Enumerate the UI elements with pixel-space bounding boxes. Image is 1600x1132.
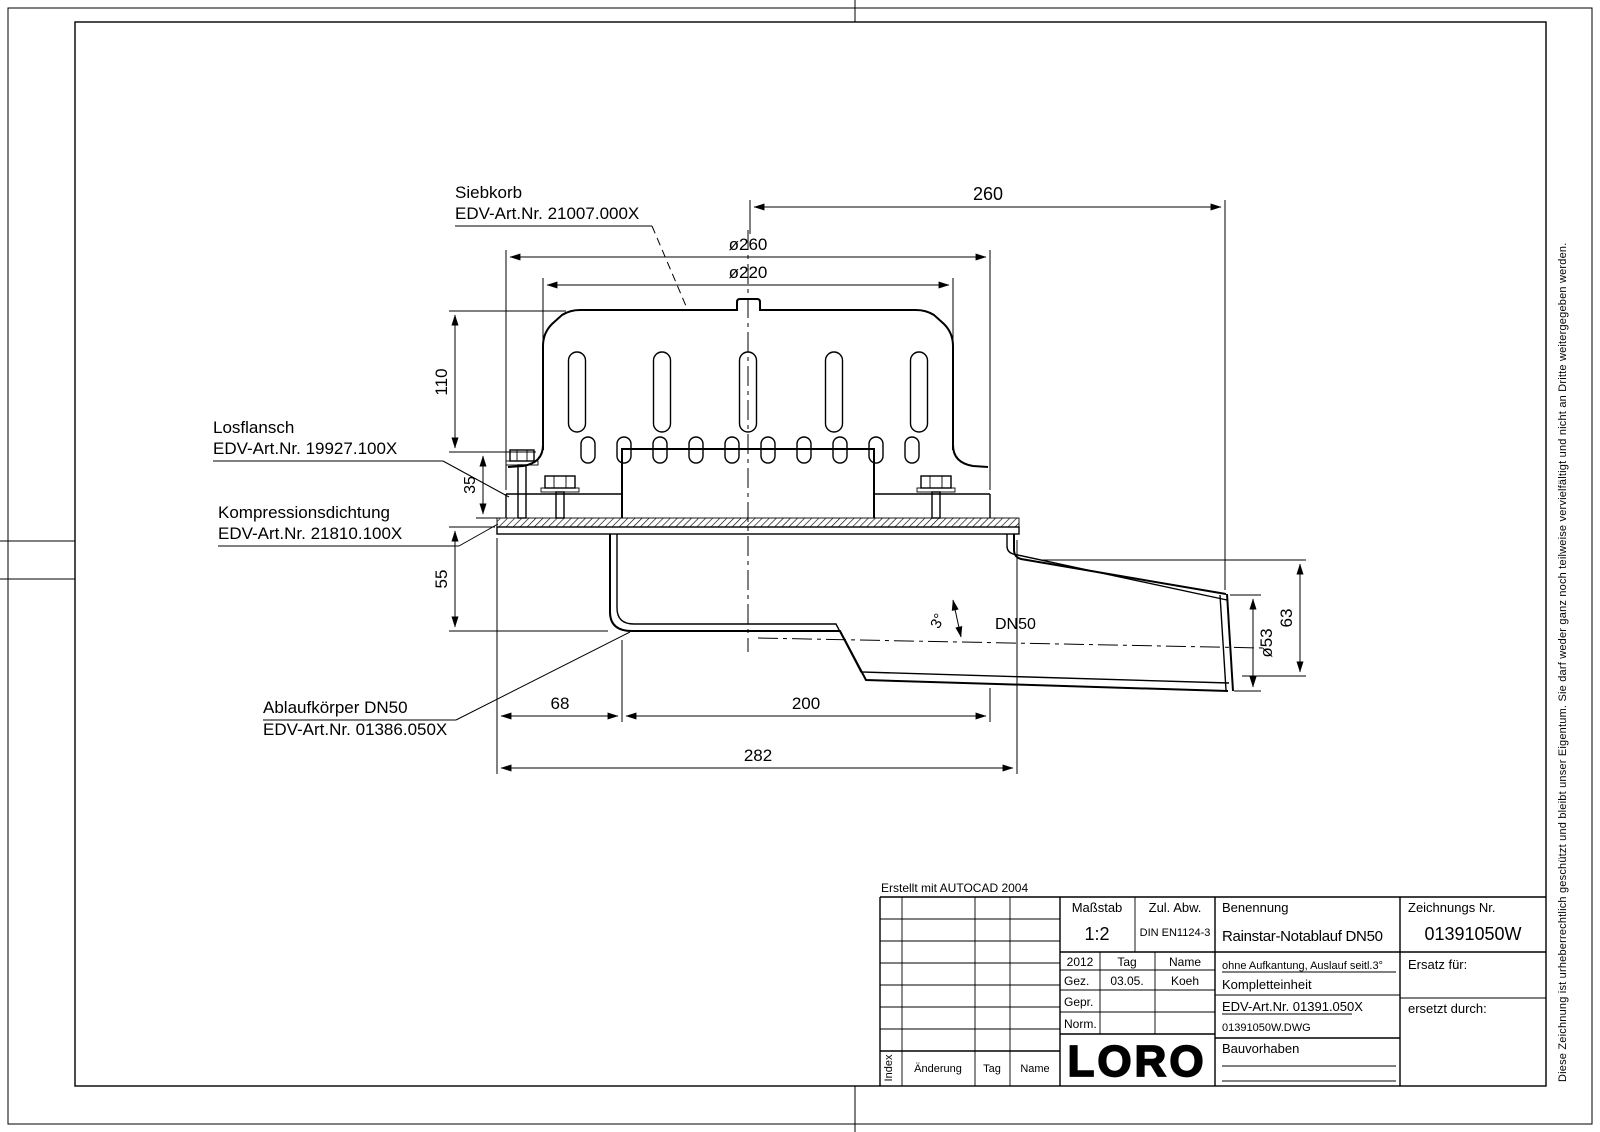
year-cell: 2012 bbox=[1067, 955, 1094, 969]
siebkorb-artnr: EDV-Art.Nr. 21007.000X bbox=[455, 204, 639, 223]
gez-name: Koeh bbox=[1171, 974, 1199, 988]
gez-label: Gez. bbox=[1064, 974, 1089, 988]
basket-slots-tall bbox=[567, 351, 929, 433]
tag-header: Tag bbox=[1117, 955, 1136, 969]
siebkorb-name: Siebkorb bbox=[455, 183, 522, 202]
dim-dia260: ø260 bbox=[505, 235, 991, 490]
tag2-header: Tag bbox=[983, 1063, 1001, 1075]
norm-label: Norm. bbox=[1064, 1017, 1097, 1031]
subtitle-2: Kompletteinheit bbox=[1222, 977, 1312, 992]
dim-68-label: 68 bbox=[551, 694, 570, 713]
sieve-basket bbox=[507, 298, 989, 468]
losflansch-name: Losflansch bbox=[213, 418, 294, 437]
dim-35-label: 35 bbox=[462, 476, 479, 494]
label-ablaufkoerper: Ablaufkörper DN50 EDV-Art.Nr. 01386.050X bbox=[263, 631, 631, 739]
dim-68: 68 bbox=[496, 538, 623, 774]
compression-seal bbox=[496, 517, 1020, 528]
dim-282: 282 bbox=[500, 540, 1018, 774]
zul-abw-label: Zul. Abw. bbox=[1149, 900, 1202, 915]
dim-63: 63 bbox=[1040, 559, 1306, 677]
dim-110: 110 bbox=[432, 310, 566, 453]
dichtung-artnr: EDV-Art.Nr. 21810.100X bbox=[218, 524, 402, 543]
centerlines bbox=[747, 230, 1264, 652]
dim-dia220: ø220 bbox=[542, 263, 954, 342]
dim-35: 35 bbox=[462, 455, 500, 519]
bolt-icon bbox=[505, 449, 539, 519]
bauvorhaben-label: Bauvorhaben bbox=[1222, 1041, 1299, 1056]
label-kompressionsdichtung: Kompressionsdichtung EDV-Art.Nr. 21810.1… bbox=[218, 503, 499, 547]
aenderung-header: Änderung bbox=[914, 1063, 962, 1075]
zeichnungs-nr-label: Zeichnungs Nr. bbox=[1408, 900, 1495, 915]
edv-artnr: EDV-Art.Nr. 01391.050X bbox=[1222, 999, 1363, 1014]
title-block-grid bbox=[879, 896, 1546, 1086]
angle-annotation: 3° DN50 bbox=[927, 599, 1036, 638]
ersatz-fuer-label: Ersatz für: bbox=[1408, 957, 1467, 972]
bolt-icon bbox=[540, 475, 580, 519]
zeichnungs-nr-value: 01391050W bbox=[1424, 924, 1521, 944]
dim-55-label: 55 bbox=[432, 570, 451, 589]
label-siebkorb: Siebkorb EDV-Art.Nr. 21007.000X bbox=[455, 183, 687, 307]
drain-body bbox=[496, 526, 1234, 692]
benennung-value: Rainstar-Notablauf DN50 bbox=[1222, 928, 1383, 945]
title-block: Erstellt mit AUTOCAD 2004 bbox=[879, 881, 1546, 1087]
gepr-label: Gepr. bbox=[1064, 995, 1093, 1009]
label-losflansch: Losflansch EDV-Art.Nr. 19927.100X bbox=[213, 418, 510, 498]
dim-260: 260 bbox=[749, 184, 1226, 590]
dn50-label: DN50 bbox=[995, 616, 1036, 633]
dim-282-label: 282 bbox=[744, 746, 772, 765]
dim-dia260-label: ø260 bbox=[729, 235, 768, 254]
dichtung-name: Kompressionsdichtung bbox=[218, 503, 390, 522]
created-with-label: Erstellt mit AUTOCAD 2004 bbox=[881, 881, 1028, 895]
subtitle-1: ohne Aufkantung, Auslauf seitl.3° bbox=[1222, 960, 1383, 972]
title-block-text: Maßstab 1:2 Zul. Abw. DIN EN1124-3 Benen… bbox=[883, 900, 1522, 1087]
massstab-label: Maßstab bbox=[1072, 900, 1123, 915]
part-labels: Siebkorb EDV-Art.Nr. 21007.000X Losflans… bbox=[213, 183, 687, 739]
massstab-value: 1:2 bbox=[1084, 924, 1109, 944]
angle-label: 3° bbox=[927, 611, 948, 631]
ablauf-artnr: EDV-Art.Nr. 01386.050X bbox=[263, 720, 447, 739]
dim-63-label: 63 bbox=[1277, 609, 1296, 628]
index-header: Index bbox=[883, 1054, 895, 1081]
dim-260-label: 260 bbox=[973, 184, 1003, 204]
dwg-filename: 01391050W.DWG bbox=[1222, 1022, 1311, 1034]
dim-200-label: 200 bbox=[792, 694, 820, 713]
loose-flange bbox=[505, 448, 991, 519]
dim-dia220-label: ø220 bbox=[729, 263, 768, 282]
gez-date: 03.05. bbox=[1110, 974, 1143, 988]
dim-55: 55 bbox=[432, 526, 608, 632]
ersetzt-durch-label: ersetzt durch: bbox=[1408, 1001, 1487, 1016]
dim-200: 200 bbox=[625, 688, 991, 722]
benennung-label: Benennung bbox=[1222, 900, 1289, 915]
dimensions: 260 ø260 ø220 110 35 bbox=[432, 184, 1306, 774]
dim-dia53-label: ø53 bbox=[1257, 628, 1276, 657]
loro-logo: LORO bbox=[1067, 1037, 1206, 1086]
losflansch-artnr: EDV-Art.Nr. 19927.100X bbox=[213, 439, 397, 458]
copyright-vertical-text: Diese Zeichnung ist urheberrechtlich ges… bbox=[1557, 242, 1569, 1082]
zul-abw-value: DIN EN1124-3 bbox=[1140, 927, 1211, 939]
dim-110-label: 110 bbox=[432, 368, 451, 395]
name-header: Name bbox=[1169, 955, 1201, 969]
bolt-icon bbox=[916, 475, 956, 519]
name2-header: Name bbox=[1020, 1063, 1049, 1075]
ablauf-name: Ablaufkörper DN50 bbox=[263, 698, 408, 717]
dim-dia53: ø53 bbox=[1230, 594, 1276, 692]
